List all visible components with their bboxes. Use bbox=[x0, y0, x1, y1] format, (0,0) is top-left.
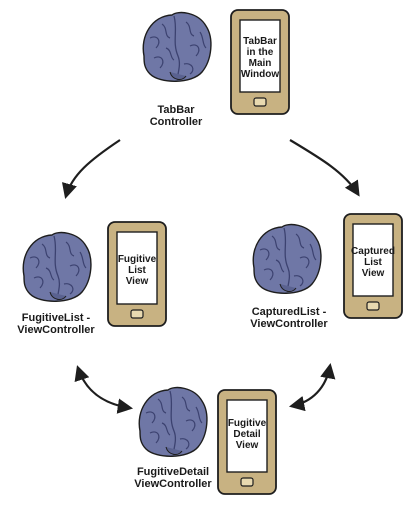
tabbar-controller-brain-icon bbox=[142, 11, 212, 82]
tabbar-to-captured-list-arrow-icon bbox=[289, 139, 360, 197]
fugitive-list-screen-label: Fugitive List View bbox=[117, 254, 157, 287]
fugitive-detail-screen-label: Fugitive Detail View bbox=[227, 418, 267, 451]
captured-list-screen-label: Captured List View bbox=[351, 246, 395, 279]
tabbar-controller-label: TabBar Controller bbox=[149, 104, 203, 128]
fugitive-detail-controller-brain-icon bbox=[138, 386, 208, 457]
captured-list-detail-arrow-icon bbox=[288, 362, 336, 412]
tabbar-to-fugitive-list-arrow-icon bbox=[61, 139, 121, 199]
fugitive-list-detail-arrow-icon bbox=[74, 365, 134, 414]
fugitive-list-controller-label: FugitiveList - ViewController bbox=[17, 312, 95, 336]
tabbar-screen-label: TabBar in the Main Window bbox=[240, 36, 280, 80]
fugitive-list-controller-brain-icon bbox=[22, 231, 92, 302]
captured-list-controller-brain-icon bbox=[252, 223, 322, 294]
captured-list-controller-label: CapturedList - ViewController bbox=[250, 306, 328, 330]
fugitive-detail-controller-label: FugitiveDetail ViewController bbox=[134, 466, 212, 490]
